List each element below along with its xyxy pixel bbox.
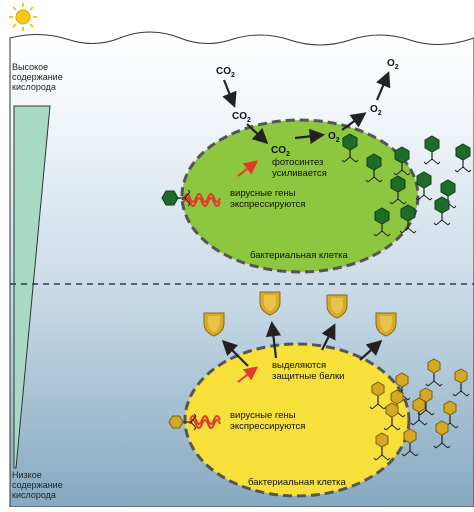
viral-genes-label-top: вирусные гены экспрессируются	[230, 188, 305, 210]
bacterial-cell-label-bottom: бактериальная клетка	[248, 477, 346, 488]
o2-cell-label: O2	[328, 131, 340, 144]
o2-mid-label: O2	[370, 104, 382, 117]
arrow-increase-yellow	[237, 366, 259, 383]
low-oxygen-label: Низкое содержание кислорода	[12, 470, 65, 500]
bacterial-cell-yellow	[183, 342, 411, 498]
sun-icon	[9, 3, 37, 31]
co2-cell-label: CO2	[271, 145, 290, 158]
arrow-o2-up-1	[341, 112, 367, 131]
defense-proteins-label: выделяются защитные белки	[272, 360, 344, 382]
co2-mid-label: CO2	[232, 111, 251, 124]
arrow-defense-1	[221, 339, 249, 367]
arrow-co2-to-o2	[294, 128, 326, 145]
o2-top-label: O2	[387, 58, 399, 71]
gene-squiggle-icon	[183, 193, 221, 203]
oxygen-gradient-wedge	[13, 105, 51, 469]
viral-genes-label-bottom: вирусные гены экспрессируются	[230, 410, 305, 432]
arrow-co2-down-2	[246, 123, 269, 145]
arrow-co2-down-1	[222, 79, 237, 108]
gene-squiggle-icon	[189, 415, 221, 425]
arrow-defense-3	[321, 323, 336, 351]
arrow-o2-up-2	[375, 71, 391, 101]
photosynthesis-label: фотосинтез усиливается	[272, 157, 327, 179]
arrow-defense-4	[359, 339, 383, 361]
bacterial-cell-green	[180, 118, 420, 274]
high-oxygen-label: Высокое содержание кислорода	[12, 62, 65, 92]
bacterial-cell-label-top: бактериальная клетка	[250, 250, 348, 261]
co2-top-label: CO2	[216, 66, 235, 79]
arrow-increase-green	[237, 160, 259, 177]
arrow-defense-2	[265, 320, 282, 359]
